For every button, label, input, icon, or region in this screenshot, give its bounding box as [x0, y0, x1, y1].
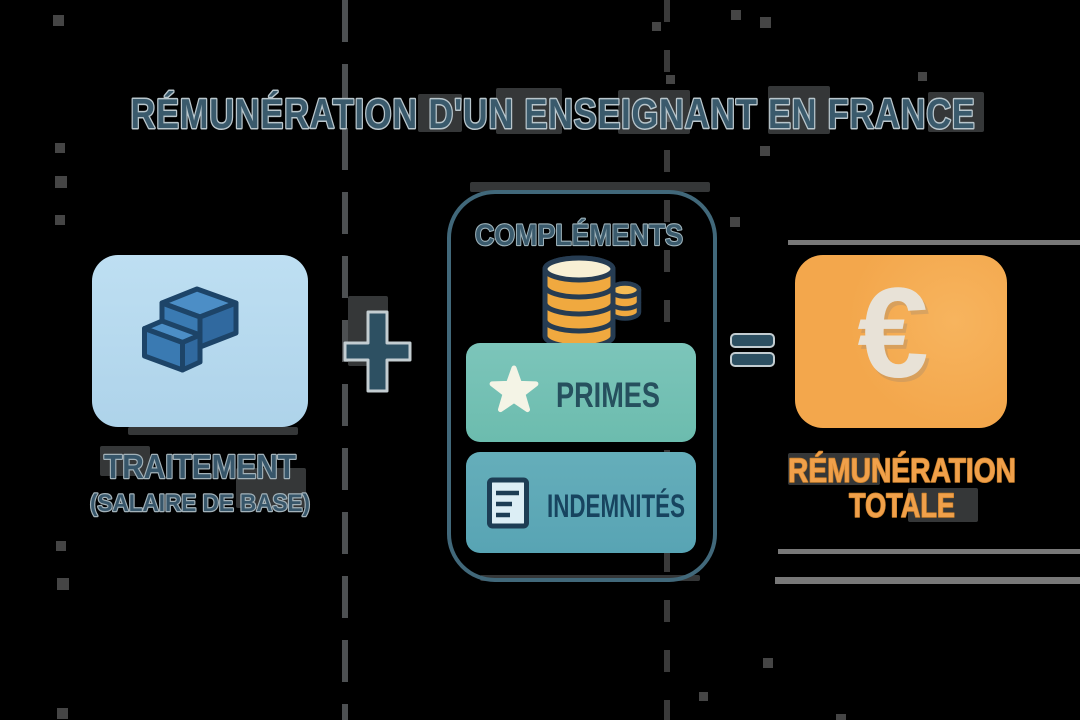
coins-icon [542, 255, 642, 350]
primes-box [466, 343, 696, 442]
shadow-blotch [470, 182, 710, 192]
base-salary-sublabel: (SALAIRE DE BASE) [90, 490, 310, 517]
document-icon [487, 477, 529, 529]
speckle [730, 217, 740, 227]
complements-title-group: COMPLÉMENTS [474, 217, 684, 253]
speckle [53, 15, 64, 26]
plus-operator [343, 310, 412, 393]
speckle [763, 658, 773, 668]
base-salary-card [92, 255, 308, 427]
total-card: € [795, 255, 1007, 428]
shadow-blotch [788, 453, 880, 485]
speckle [55, 215, 65, 225]
speckle [666, 75, 675, 84]
indemnites-label-group: INDEMNITÉS [547, 488, 685, 524]
indemnites-box [466, 452, 696, 553]
shadow-blotch [100, 446, 150, 476]
complements-title: COMPLÉMENTS [475, 218, 683, 252]
speckle [57, 708, 68, 719]
speckle [55, 143, 65, 153]
shadow-blotch [128, 427, 298, 435]
shadow-blotch [496, 88, 562, 134]
total-label-line1: RÉMUNÉRATION [788, 452, 1016, 490]
shadow-blotch [768, 86, 830, 134]
primes-label-group: PRIMES [556, 376, 660, 415]
speckle [760, 17, 771, 28]
speckle [56, 541, 66, 551]
speckle [57, 578, 69, 590]
euro-icon: € [857, 261, 929, 405]
shadow-blotch [618, 90, 690, 134]
indemnites-label: INDEMNITÉS [547, 488, 685, 524]
artifact-line-mid-right [778, 549, 1080, 554]
artifact-line-bottom-right [775, 577, 1080, 584]
total-label-group: RÉMUNÉRATION TOTALE [787, 451, 1017, 526]
shadow-blotch [418, 94, 462, 132]
shadow-blotch [928, 92, 984, 132]
speckle [918, 72, 927, 81]
speckle [760, 146, 770, 156]
artifact-line-top-right [788, 240, 1080, 245]
total-label-line2: TOTALE [849, 487, 955, 525]
speckle [836, 714, 846, 720]
primes-label: PRIMES [556, 376, 660, 415]
speckle [652, 22, 661, 31]
main-title: RÉMUNÉRATION D'UN ENSEIGNANT EN FRANCE [129, 89, 976, 139]
speckle [55, 176, 67, 188]
shadow-blotch [908, 488, 978, 522]
star-icon [489, 365, 539, 413]
base-salary-label-group: TRAITEMENT (SALAIRE DE BASE) [89, 447, 312, 519]
equals-operator [730, 333, 775, 367]
blocks-icon [142, 286, 239, 373]
speckle [699, 692, 708, 701]
base-salary-label: TRAITEMENT [104, 448, 296, 485]
speckle [731, 10, 741, 20]
main-title-text: RÉMUNÉRATION D'UN ENSEIGNANT EN FRANCE [131, 90, 976, 137]
shadow-blotch [236, 468, 306, 508]
complements-container [447, 190, 717, 582]
